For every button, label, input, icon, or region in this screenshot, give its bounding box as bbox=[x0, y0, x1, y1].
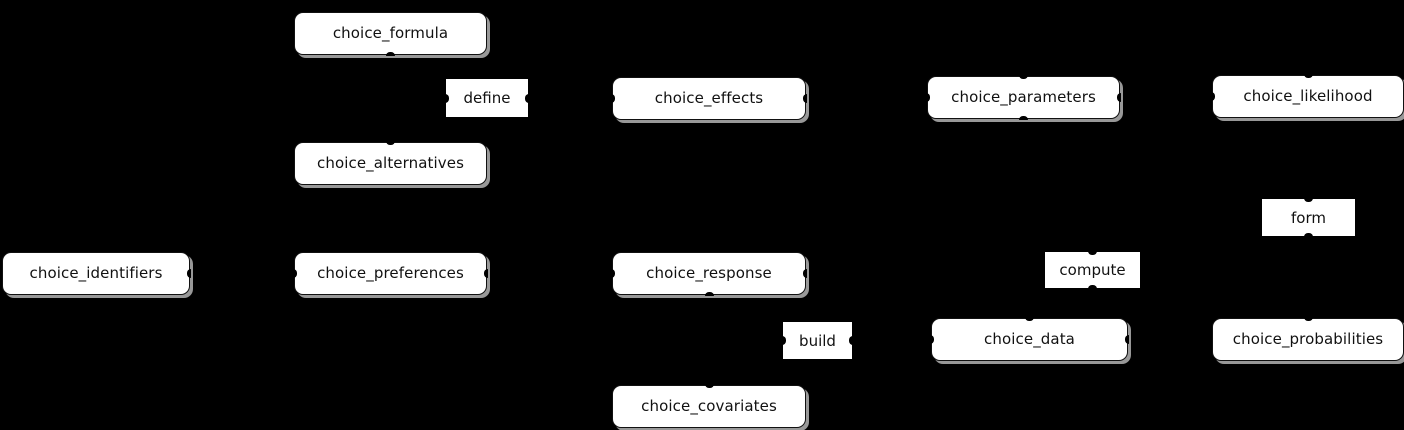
node-label: choice_likelihood bbox=[1243, 87, 1373, 105]
edge-label-define: define bbox=[446, 79, 528, 117]
connector-notch-top bbox=[1019, 75, 1028, 79]
edge-compute-to-parameters bbox=[1022, 118, 1093, 253]
connector-notch-top bbox=[1088, 251, 1097, 255]
edge-label-text: compute bbox=[1059, 261, 1126, 279]
node-choice-likelihood[interactable]: choice_likelihood bbox=[1212, 75, 1404, 118]
connector-notch-left bbox=[445, 93, 449, 103]
connector-notch-bottom bbox=[386, 52, 395, 56]
connector-notch-right bbox=[803, 94, 807, 103]
edge-label-build: build bbox=[783, 322, 852, 359]
node-choice-identifiers[interactable]: choice_identifiers bbox=[2, 252, 190, 295]
connector-notch-top bbox=[704, 384, 714, 388]
node-choice-data[interactable]: choice_data bbox=[931, 318, 1128, 361]
connector-notch-left bbox=[1211, 92, 1215, 101]
connector-notch-right bbox=[525, 93, 529, 103]
connector-notch-right bbox=[849, 336, 853, 345]
node-choice-response[interactable]: choice_response bbox=[612, 252, 806, 295]
node-label: choice_effects bbox=[654, 89, 764, 107]
node-choice-probabilities[interactable]: choice_probabilities bbox=[1212, 318, 1404, 361]
connector-notch-bottom bbox=[1304, 233, 1313, 237]
connector-notch-bottom bbox=[1088, 285, 1097, 289]
connector-notch-right bbox=[187, 269, 191, 278]
edge-label-text: build bbox=[799, 331, 836, 350]
connector-notch-left bbox=[926, 93, 930, 102]
connector-notch-right bbox=[1125, 335, 1129, 344]
node-label: choice_identifiers bbox=[29, 264, 163, 282]
node-label: choice_formula bbox=[332, 24, 449, 42]
connector-notch-top bbox=[386, 141, 395, 145]
edge-formula-to-effects bbox=[389, 54, 447, 99]
connector-notch-top bbox=[1304, 198, 1313, 202]
node-choice-formula[interactable]: choice_formula bbox=[294, 12, 487, 55]
connector-notch-top bbox=[1025, 317, 1034, 321]
node-label: choice_alternatives bbox=[316, 154, 464, 172]
node-choice-alternatives[interactable]: choice_alternatives bbox=[294, 142, 487, 185]
connector-notch-left bbox=[611, 269, 615, 278]
node-label: choice_preferences bbox=[317, 264, 464, 282]
connector-notch-left bbox=[293, 269, 297, 278]
node-label: choice_data bbox=[984, 330, 1075, 348]
connector-notch-top bbox=[1303, 317, 1313, 321]
connector-notch-right bbox=[1117, 93, 1121, 102]
connector-notch-left bbox=[782, 336, 786, 345]
connector-notch-left bbox=[930, 335, 934, 344]
connector-notch-right bbox=[484, 269, 488, 278]
connector-notch-top bbox=[1303, 74, 1313, 78]
node-label: choice_parameters bbox=[951, 88, 1096, 106]
node-label: choice_covariates bbox=[641, 397, 777, 415]
edge-label-form: form bbox=[1262, 199, 1355, 236]
node-choice-parameters[interactable]: choice_parameters bbox=[927, 76, 1120, 119]
edge-label-text: define bbox=[463, 89, 511, 107]
connector-notch-right bbox=[803, 269, 807, 278]
node-choice-preferences[interactable]: choice_preferences bbox=[294, 252, 487, 295]
connector-notch-bottom bbox=[1019, 116, 1028, 120]
node-choice-effects[interactable]: choice_effects bbox=[612, 77, 806, 120]
node-label: choice_response bbox=[646, 264, 772, 282]
edge-label-compute: compute bbox=[1045, 252, 1140, 288]
node-choice-covariates[interactable]: choice_covariates bbox=[612, 385, 806, 428]
connector-notch-left bbox=[611, 94, 615, 103]
node-label: choice_probabilities bbox=[1232, 330, 1384, 348]
edge-label-text: form bbox=[1291, 208, 1326, 227]
connector-notch-bottom bbox=[704, 292, 714, 296]
